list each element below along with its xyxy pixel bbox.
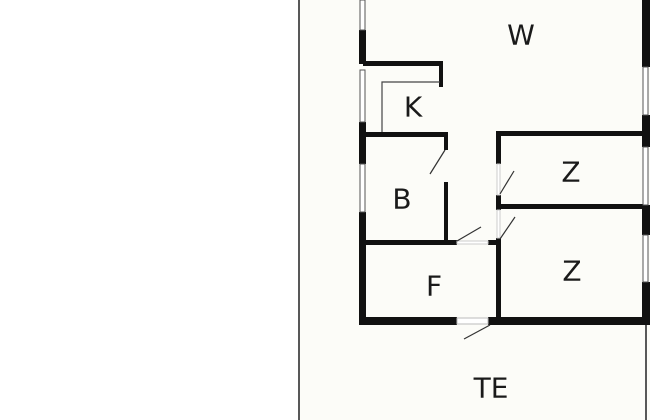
bedroom-door-frame	[496, 209, 501, 239]
hall-door-frame	[456, 240, 489, 245]
window	[359, 69, 366, 123]
room-label-hallway: F	[426, 270, 442, 303]
window	[642, 146, 649, 206]
walls	[359, 0, 650, 325]
room-label-living: W	[507, 19, 535, 52]
windows	[359, 0, 649, 325]
room-label-bathroom: B	[392, 183, 411, 216]
room-label-kitchen: K	[404, 91, 423, 124]
bedroom-door-frame	[496, 163, 501, 196]
window	[642, 66, 649, 116]
window	[642, 234, 649, 283]
window	[359, 0, 366, 31]
window	[359, 163, 366, 213]
floor-area	[298, 0, 650, 420]
entrance-door-frame	[456, 317, 489, 325]
room-label-bedroom-2: Z	[562, 255, 581, 288]
kitchen-counter	[381, 81, 440, 132]
door-swings	[429, 149, 516, 340]
room-label-bedroom-1: Z	[561, 156, 580, 189]
room-label-terrace: TE	[473, 372, 509, 405]
